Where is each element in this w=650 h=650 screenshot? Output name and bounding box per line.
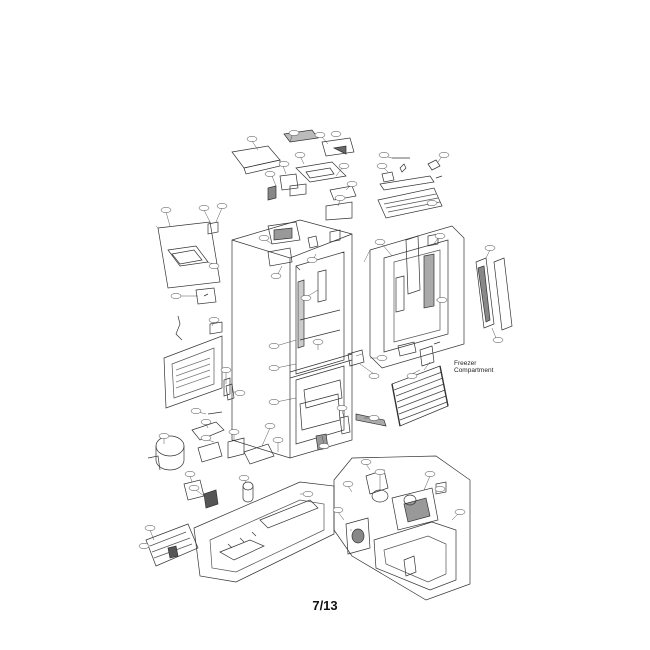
side-rail: [475, 257, 513, 331]
main-cabinet: [231, 219, 353, 459]
group-outlines: [155, 225, 371, 263]
freezer-compartment-note: Freezer Compartment: [454, 360, 493, 374]
note-line-2: Compartment: [454, 367, 494, 374]
top-hinge-assembly: [231, 129, 357, 221]
base-pan: [145, 481, 335, 583]
middle-small-parts: [225, 349, 387, 451]
callout-leaders: [146, 135, 497, 547]
compressor-group: [147, 411, 275, 509]
top-vent-assembly: [377, 157, 443, 219]
callout-bubbles: [138, 130, 504, 549]
evaporator-coil: [391, 341, 449, 427]
page-number: 7/13: [312, 598, 338, 613]
dispenser-assembly: [333, 455, 471, 601]
note-line-1: Freezer: [454, 360, 477, 367]
rear-panel: [163, 321, 231, 409]
left-shelf-group: [157, 221, 221, 341]
freezer-door-liner: [369, 225, 465, 369]
